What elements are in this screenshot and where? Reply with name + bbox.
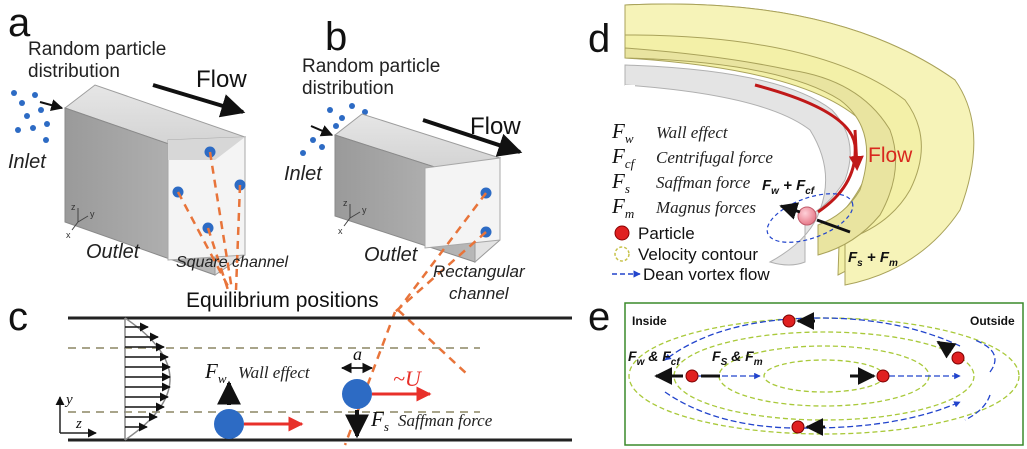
panel-d-force-desc-0: Wall effect bbox=[656, 123, 729, 142]
panel-d-fw-fcf-label: Fw + Fcf bbox=[762, 177, 816, 197]
panel-c-fs-label: Fs bbox=[370, 407, 389, 434]
svg-text:z: z bbox=[343, 198, 348, 208]
panel-d-fs-fm-arrow bbox=[816, 218, 851, 234]
panel-d-curved-channel bbox=[624, 3, 975, 286]
panel-c: c Equilibrium positions y z bbox=[8, 289, 572, 442]
panel-d-force-sym-2: Fs bbox=[611, 169, 630, 196]
panel-c-y-axis-label: y bbox=[64, 392, 73, 408]
panel-c-letter: c bbox=[8, 295, 28, 339]
panel-b: b Random particle distribution Flow Inle… bbox=[284, 15, 526, 446]
panel-b-outlet-label: Outlet bbox=[364, 244, 419, 266]
svg-text:z: z bbox=[71, 202, 76, 212]
panel-c-equilibrium-label: Equilibrium positions bbox=[186, 289, 379, 312]
panel-d-legend: Particle Velocity contour Dean vortex fl… bbox=[612, 224, 770, 284]
panel-d-force-desc-1: Centrifugal force bbox=[656, 148, 773, 167]
panel-a-flow-label: Flow bbox=[196, 66, 247, 93]
panel-d-letter: d bbox=[588, 17, 610, 61]
panel-d-flow-label: Flow bbox=[868, 144, 913, 167]
panel-b-channel-label-line2: channel bbox=[449, 284, 510, 303]
panel-c-fw-label: Fw bbox=[204, 359, 227, 386]
panel-c-particle-1 bbox=[214, 409, 244, 439]
panel-e-fw-fcf-label: Fw & Fcf bbox=[628, 348, 681, 368]
panel-d-flow-arrow bbox=[848, 129, 864, 171]
panel-b-random-label-line2: distribution bbox=[302, 78, 394, 99]
panel-b-random-label-line1: Random particle bbox=[302, 56, 440, 77]
panel-d-vortex-loop bbox=[766, 193, 854, 243]
panel-d-force-sym-1: Fcf bbox=[611, 144, 637, 171]
panel-a-outlet-label: Outlet bbox=[86, 241, 141, 263]
panel-d-legend-dean: Dean vortex flow bbox=[643, 265, 770, 284]
panel-d-force-desc-3: Magnus forces bbox=[655, 198, 756, 217]
panel-b-flow-arrow bbox=[422, 118, 523, 157]
panel-c-particle-2 bbox=[342, 379, 372, 409]
panel-b-inlet-arrow bbox=[310, 125, 334, 137]
panel-a-inlet-label: Inlet bbox=[8, 151, 47, 173]
panel-b-flow-label: Flow bbox=[470, 113, 521, 140]
panel-e-force-arrows bbox=[654, 312, 957, 436]
panel-b-channel-label-line1: Rectangular bbox=[433, 262, 526, 281]
red-circle-icon bbox=[614, 225, 630, 241]
panel-e-fs-fm-label: FS & Fm bbox=[712, 348, 763, 368]
panel-c-u-label: ~U bbox=[393, 366, 423, 391]
panel-d-force-sym-0: Fw bbox=[611, 119, 634, 146]
panel-c-z-axis-label: z bbox=[75, 416, 82, 432]
panel-a-flow-arrow bbox=[152, 83, 246, 118]
panel-d-force-desc-2: Saffman force bbox=[656, 173, 751, 192]
panel-d-fw-fcf-arrow bbox=[779, 202, 801, 220]
svg-text:y: y bbox=[362, 205, 367, 215]
panel-c-a-label: a bbox=[353, 344, 362, 364]
panel-e: e Inside Outside bbox=[588, 295, 1024, 446]
panel-b-letter: b bbox=[325, 15, 347, 59]
svg-text:x: x bbox=[338, 226, 343, 236]
panel-a-axes-icon bbox=[71, 208, 89, 231]
panel-d-force-list: Fw Wall effect Fcf Centrifugal force Fs … bbox=[611, 119, 773, 221]
panel-c-fw-desc: Wall effect bbox=[238, 363, 311, 382]
panel-a-inlet-arrow bbox=[39, 99, 64, 111]
panel-c-velocity-arrows bbox=[125, 322, 171, 432]
panel-b-inlet-label: Inlet bbox=[284, 163, 323, 185]
panel-d-particle bbox=[797, 206, 817, 226]
panel-a-letter: a bbox=[8, 1, 31, 45]
panel-d-force-sym-3: Fm bbox=[611, 194, 634, 221]
panel-d-legend-velocity: Velocity contour bbox=[638, 245, 758, 264]
svg-text:y: y bbox=[90, 209, 95, 219]
panel-e-letter: e bbox=[588, 295, 610, 339]
panel-e-outside-label: Outside bbox=[970, 314, 1015, 328]
panel-c-axes-icon bbox=[55, 396, 97, 438]
panel-a-equilibrium-lines bbox=[176, 151, 242, 291]
panel-d-fs-fm-label: Fs + Fm bbox=[848, 249, 898, 269]
panel-a-channel-label: Square channel bbox=[176, 254, 289, 271]
dashed-circle-icon bbox=[614, 246, 630, 262]
panel-c-fs-desc: Saffman force bbox=[398, 411, 493, 430]
panel-a-random-label-line1: Random particle bbox=[28, 39, 166, 60]
panel-d-legend-particle: Particle bbox=[638, 224, 695, 243]
panel-e-frame bbox=[624, 302, 1024, 446]
panel-a: a Random particle distribution Flow Inle… bbox=[8, 1, 289, 291]
panel-a-random-particles bbox=[11, 90, 50, 143]
panel-b-axes-icon bbox=[343, 204, 361, 227]
panel-b-rectangular-channel bbox=[333, 113, 501, 264]
panel-d: d Flow Fw Wall effect Fcf Centrifugal fo… bbox=[588, 3, 975, 286]
panel-a-square-channel bbox=[63, 84, 247, 276]
svg-text:x: x bbox=[66, 230, 71, 240]
panel-a-random-label-line2: distribution bbox=[28, 61, 120, 82]
panel-e-inside-label: Inside bbox=[632, 314, 667, 328]
